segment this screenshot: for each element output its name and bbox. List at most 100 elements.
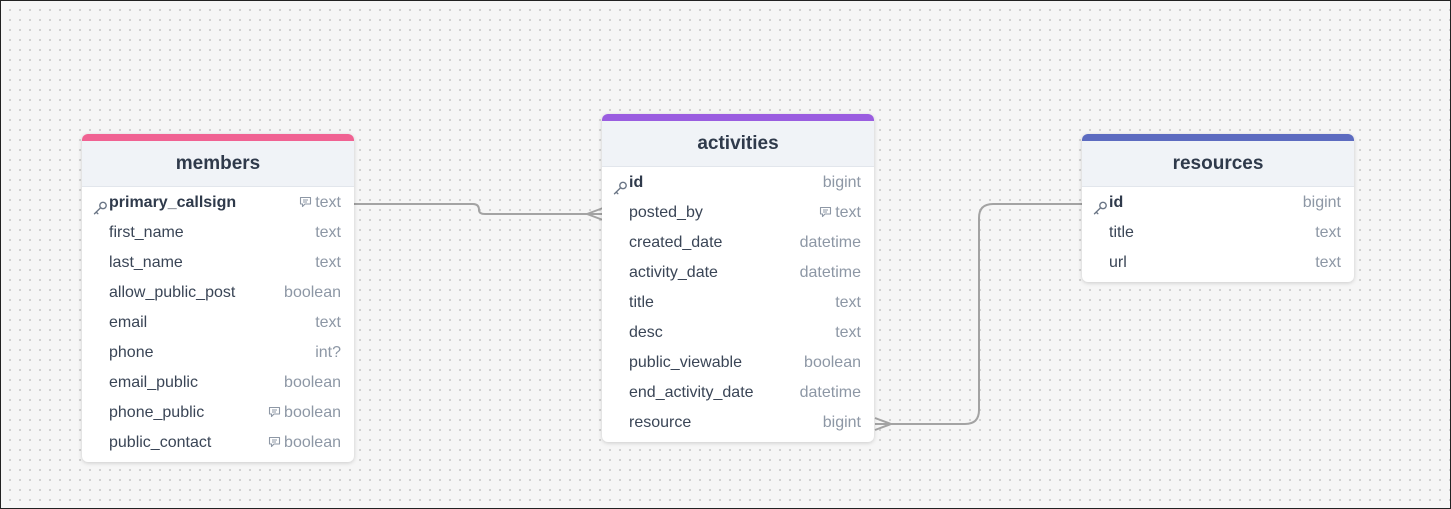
field-type-wrapper: bigint (823, 168, 861, 198)
field-type: datetime (799, 384, 861, 401)
field-name: allow_public_post (109, 284, 236, 301)
field-type-wrapper: text (819, 198, 861, 228)
field-row-title[interactable]: title text (602, 288, 874, 318)
field-name: public_contact (109, 434, 212, 451)
field-type: boolean (284, 404, 341, 421)
field-name: url (1109, 254, 1127, 271)
table-title[interactable]: members (82, 141, 354, 187)
crowfoot-resource (874, 417, 892, 431)
field-type: bigint (822, 174, 861, 191)
table-title[interactable]: resources (1082, 141, 1354, 187)
field-row-last-name[interactable]: last_name text (82, 248, 354, 278)
field-type: bigint (1302, 194, 1341, 211)
field-type: bigint (822, 414, 861, 431)
field-row-activity-date[interactable]: activity_date datetime (602, 258, 874, 288)
field-type-wrapper: text (835, 288, 861, 318)
field-row-title[interactable]: title text (1082, 218, 1354, 248)
field-type-wrapper: datetime (800, 378, 861, 408)
table-title[interactable]: activities (602, 121, 874, 167)
field-row-end-activity-date[interactable]: end_activity_date datetime (602, 378, 874, 408)
field-name: activity_date (629, 264, 718, 281)
primary-key-icon (612, 176, 628, 195)
field-name: resource (629, 414, 692, 431)
field-type: boolean (284, 284, 341, 301)
field-name: end_activity_date (629, 384, 754, 401)
field-row-created-date[interactable]: created_date datetime (602, 228, 874, 258)
field-name: posted_by (629, 204, 703, 221)
note-icon[interactable] (299, 189, 312, 208)
field-name: public_viewable (629, 354, 742, 371)
field-row-id[interactable]: id bigint (602, 168, 874, 198)
field-row-allow-public-post[interactable]: allow_public_post boolean (82, 278, 354, 308)
field-name: first_name (109, 224, 184, 241)
field-name: email_public (109, 374, 198, 391)
edge-members-activities[interactable] (353, 203, 603, 215)
field-type: boolean (284, 374, 341, 391)
field-type-wrapper: bigint (823, 408, 861, 438)
field-row-first-name[interactable]: first_name text (82, 218, 354, 248)
field-type-wrapper: text (315, 218, 341, 248)
field-name: phone_public (109, 404, 205, 421)
field-type: int? (315, 344, 341, 361)
field-type-wrapper: int? (315, 338, 341, 368)
field-type-wrapper: text (315, 248, 341, 278)
field-row-desc[interactable]: desc text (602, 318, 874, 348)
field-type: boolean (284, 434, 341, 451)
field-type: datetime (799, 234, 861, 251)
field-type: text (1315, 254, 1341, 271)
field-name: created_date (629, 234, 723, 251)
field-type-wrapper: boolean (284, 278, 341, 308)
note-icon[interactable] (819, 199, 832, 218)
table-accent-bar (1082, 134, 1354, 141)
field-type: text (835, 204, 861, 221)
field-type-wrapper: text (1315, 218, 1341, 248)
field-type: text (1315, 224, 1341, 241)
note-icon[interactable] (268, 399, 281, 418)
field-row-primary-callsign[interactable]: primary_callsign text (82, 188, 354, 218)
field-type-wrapper: bigint (1303, 188, 1341, 218)
field-name: primary_callsign (109, 194, 237, 211)
field-type: text (315, 314, 341, 331)
field-type-wrapper: text (835, 318, 861, 348)
field-type: text (835, 294, 861, 311)
primary-key-icon (1092, 196, 1108, 215)
field-type: boolean (804, 354, 861, 371)
field-type-wrapper: text (1315, 248, 1341, 278)
field-row-posted-by[interactable]: posted_by text (602, 198, 874, 228)
field-type: datetime (799, 264, 861, 281)
field-type-wrapper: boolean (804, 348, 861, 378)
field-row-email-public[interactable]: email_public boolean (82, 368, 354, 398)
edge-resources-activities[interactable] (875, 203, 1083, 425)
note-icon[interactable] (268, 429, 281, 448)
field-name: phone (109, 344, 154, 361)
field-row-url[interactable]: url text (1082, 248, 1354, 278)
field-type: text (835, 324, 861, 341)
field-row-resource[interactable]: resource bigint (602, 408, 874, 438)
field-row-phone-public[interactable]: phone_public boolean (82, 398, 354, 428)
field-name: title (629, 294, 654, 311)
field-type-wrapper: boolean (268, 398, 341, 428)
field-name: desc (629, 324, 663, 341)
field-type: text (315, 194, 341, 211)
field-name: id (629, 174, 644, 191)
table-accent-bar (82, 134, 354, 141)
field-name: last_name (109, 254, 183, 271)
field-row-public-viewable[interactable]: public_viewable boolean (602, 348, 874, 378)
crowfoot-posted-by (586, 207, 604, 221)
field-row-public-contact[interactable]: public_contact boolean (82, 428, 354, 458)
field-type: text (315, 224, 341, 241)
field-name: title (1109, 224, 1134, 241)
table-accent-bar (602, 114, 874, 121)
field-type-wrapper: text (299, 188, 341, 218)
field-row-phone[interactable]: phone int? (82, 338, 354, 368)
field-type-wrapper: datetime (800, 258, 861, 288)
